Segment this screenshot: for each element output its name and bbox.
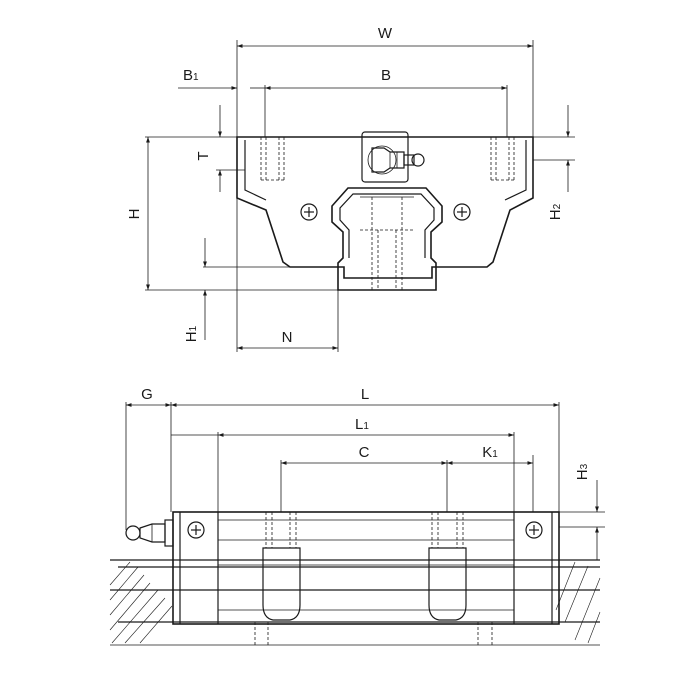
label-L1: L1 [355,416,369,433]
side-grease-nipple [125,519,174,547]
label-H3: H3 [574,463,591,480]
carriage-mounting-hole-right [490,137,515,181]
rail-break-hatch-right [555,561,601,644]
rail-inner-contour [339,193,435,258]
ball-slot-right [428,547,467,621]
carriage-inner-step-right [504,140,527,201]
rail-profile [331,187,443,291]
label-B: B [381,67,391,84]
label-L: L [361,386,369,403]
end-cap-screw-left-icon [187,521,205,539]
label-K1: K1 [482,444,498,461]
carriage-block-outline [236,136,534,279]
grease-nipple-ball [411,153,425,167]
carriage-inner-step-left [244,140,267,201]
grease-nipple-neck [403,154,415,166]
side-mounting-hole-right [431,512,464,548]
label-H: H [126,209,143,220]
side-mounting-hole-left [265,512,297,548]
side-screw-right-icon [453,203,471,221]
grease-nipple-base-circle [367,145,397,175]
end-cap-screw-right-icon [525,521,543,539]
label-C: C [359,444,370,461]
carriage-block-side [172,511,560,625]
side-view: G L L1 C K1 H3 [109,386,605,646]
grease-nipple-housing [361,131,409,183]
grease-nipple-body [371,147,405,173]
label-N: N [282,329,293,346]
label-H1: H1 [183,325,200,342]
rail-break-hatch-left [109,561,173,644]
label-H2: H2 [547,203,564,220]
label-T: T [195,151,212,160]
side-screw-left-icon [300,203,318,221]
label-W: W [378,25,393,42]
label-G: G [141,386,153,403]
label-B1: B1 [183,67,199,84]
grease-nipple [361,131,425,183]
ball-slot-left [262,547,301,621]
rail-side [109,559,601,646]
front-view: W B B1 T H H2 H1 N [126,25,575,352]
carriage-mounting-hole-left [260,137,285,181]
